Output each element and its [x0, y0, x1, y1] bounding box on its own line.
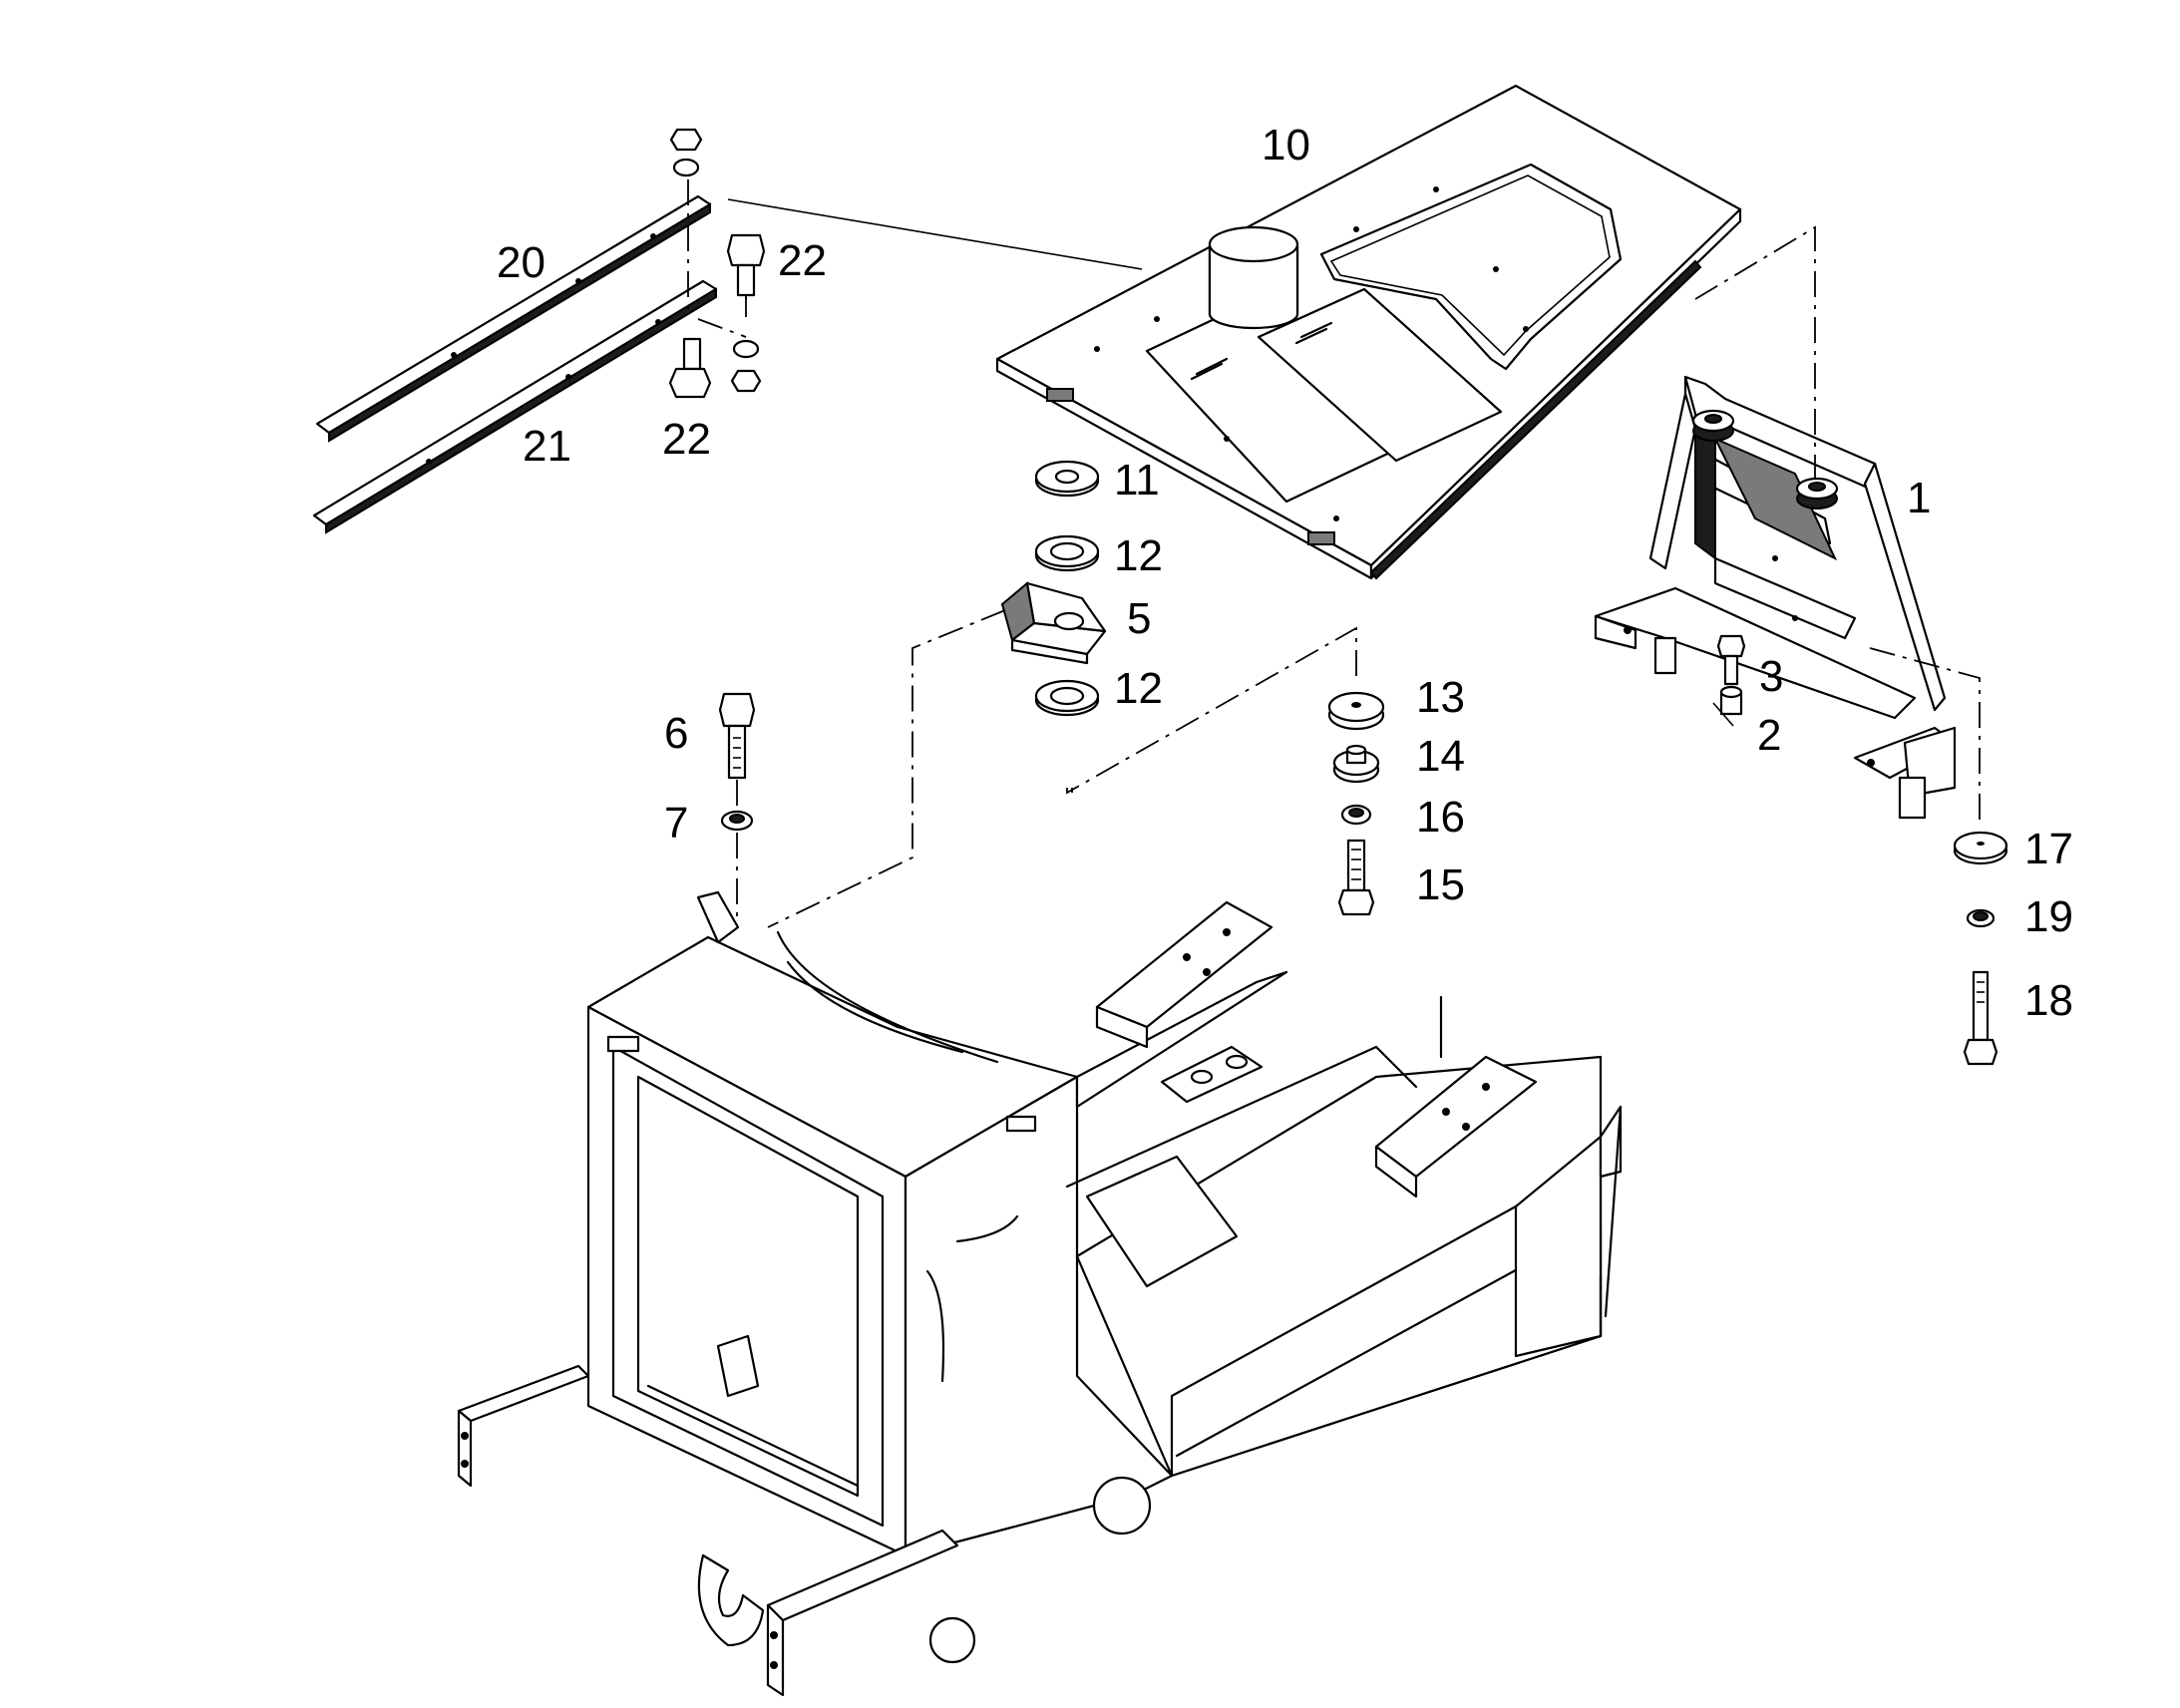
spacer-part-2[interactable] [1719, 685, 1743, 716]
washer-part-12-upper[interactable] [1034, 534, 1100, 572]
callout-13: 13 [1416, 673, 1465, 722]
mount-part-14[interactable] [1332, 744, 1380, 784]
bolt-part-6[interactable] [718, 692, 756, 780]
callout-20: 20 [497, 238, 545, 287]
callout-15: 15 [1416, 860, 1465, 909]
bolt-part-15[interactable] [1337, 839, 1375, 916]
callout-21: 21 [523, 422, 571, 471]
washer-part-11[interactable] [1034, 460, 1100, 498]
callout-5: 5 [1127, 594, 1151, 643]
callout-6: 6 [664, 709, 688, 758]
mount-part-13[interactable] [1327, 691, 1385, 731]
washer-part-12-lower[interactable] [1034, 679, 1100, 717]
deck-plate-part-10[interactable] [995, 84, 1742, 580]
callout-22-upper: 22 [778, 236, 827, 285]
washer-part-7[interactable] [720, 810, 754, 832]
washer-part-16[interactable] [1340, 804, 1372, 826]
callout-18: 18 [2024, 976, 2073, 1025]
callout-12-lower: 12 [1114, 664, 1163, 713]
leader-10-to-1 [1694, 225, 1816, 479]
callout-7: 7 [664, 799, 688, 848]
chassis-frame [457, 890, 1623, 1697]
callout-14: 14 [1416, 732, 1465, 781]
leader-2 [1712, 702, 1734, 727]
rail-part-21[interactable] [312, 279, 718, 534]
callout-22-lower: 22 [662, 415, 711, 464]
callout-19: 19 [2024, 892, 2073, 941]
leader-5-to-13 [1066, 626, 1357, 795]
callout-10: 10 [1262, 121, 1310, 170]
rail-part-20[interactable] [315, 194, 712, 443]
washer-part-17[interactable] [1953, 831, 2008, 865]
callout-16: 16 [1416, 793, 1465, 842]
bracket-part-5[interactable] [1000, 581, 1107, 665]
bolt-part-3[interactable] [1716, 634, 1746, 686]
deck-dome-boss [1208, 225, 1299, 330]
callout-11: 11 [1114, 456, 1160, 505]
bolt-part-22-upper[interactable] [726, 233, 766, 317]
bolt-part-18[interactable] [1963, 970, 1998, 1066]
rubber-mount-right [1795, 477, 1839, 510]
callout-17: 17 [2024, 825, 2073, 873]
rail-fastener-stack [669, 128, 762, 393]
support-frame-part-1[interactable] [1594, 375, 1957, 820]
bolt-part-22-lower[interactable] [668, 337, 712, 399]
callout-1: 1 [1907, 474, 1931, 522]
callout-3: 3 [1759, 652, 1783, 701]
rubber-mount-left [1691, 409, 1735, 442]
leader-20-to-10 [727, 198, 1143, 270]
leader-1-to-17 [1869, 647, 1981, 828]
leader-5-to-frame [767, 609, 1006, 928]
callout-12-upper: 12 [1114, 531, 1163, 580]
callout-2: 2 [1757, 711, 1781, 760]
washer-part-19[interactable] [1966, 908, 1996, 928]
